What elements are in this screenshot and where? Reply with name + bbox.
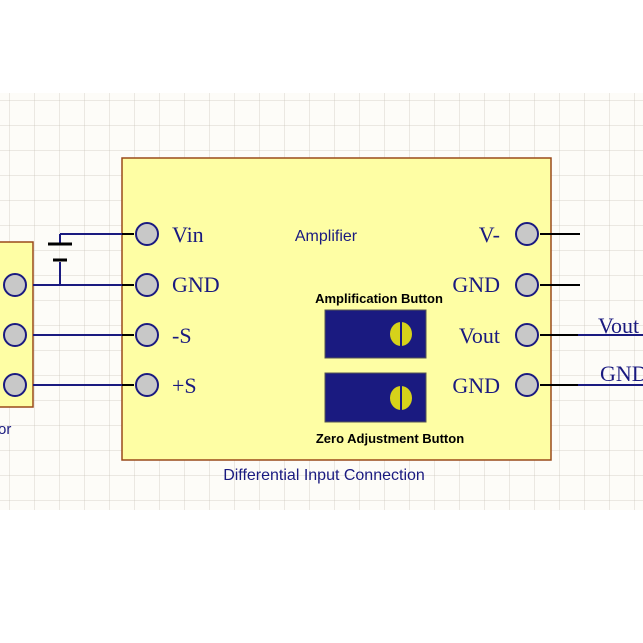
- pin-minus-s: [135, 323, 159, 347]
- pin-gnd-right-2: [515, 373, 539, 397]
- amplification-button-label: Amplification Button: [315, 291, 443, 306]
- pin-label-minus-s: -S: [172, 323, 192, 348]
- output-label-vout: Vout: [598, 313, 639, 338]
- sensor-pin-3: [3, 373, 27, 397]
- pin-vin: [135, 222, 159, 246]
- diagram-caption: Differential Input Connection: [223, 467, 425, 484]
- pin-label-plus-s: +S: [172, 373, 197, 398]
- pin-vout: [515, 323, 539, 347]
- pin-label-vin: Vin: [172, 222, 204, 247]
- sensor-label: or: [0, 421, 11, 438]
- pin-label-v-minus: V-: [479, 222, 500, 247]
- sensor-pin-1: [3, 273, 27, 297]
- module-title: Amplifier: [295, 228, 358, 245]
- pin-plus-s: [135, 373, 159, 397]
- zero-adjustment-button-label: Zero Adjustment Button: [316, 431, 464, 446]
- pin-label-gnd-right-2: GND: [452, 373, 500, 398]
- pin-gnd-right-1: [515, 273, 539, 297]
- pin-label-gnd-right-1: GND: [452, 272, 500, 297]
- output-label-gnd: GND: [600, 361, 643, 386]
- sensor-pin-2: [3, 323, 27, 347]
- pin-gnd-left: [135, 273, 159, 297]
- pin-label-gnd-left: GND: [172, 272, 220, 297]
- pin-v-minus: [515, 222, 539, 246]
- pin-label-vout: Vout: [459, 323, 500, 348]
